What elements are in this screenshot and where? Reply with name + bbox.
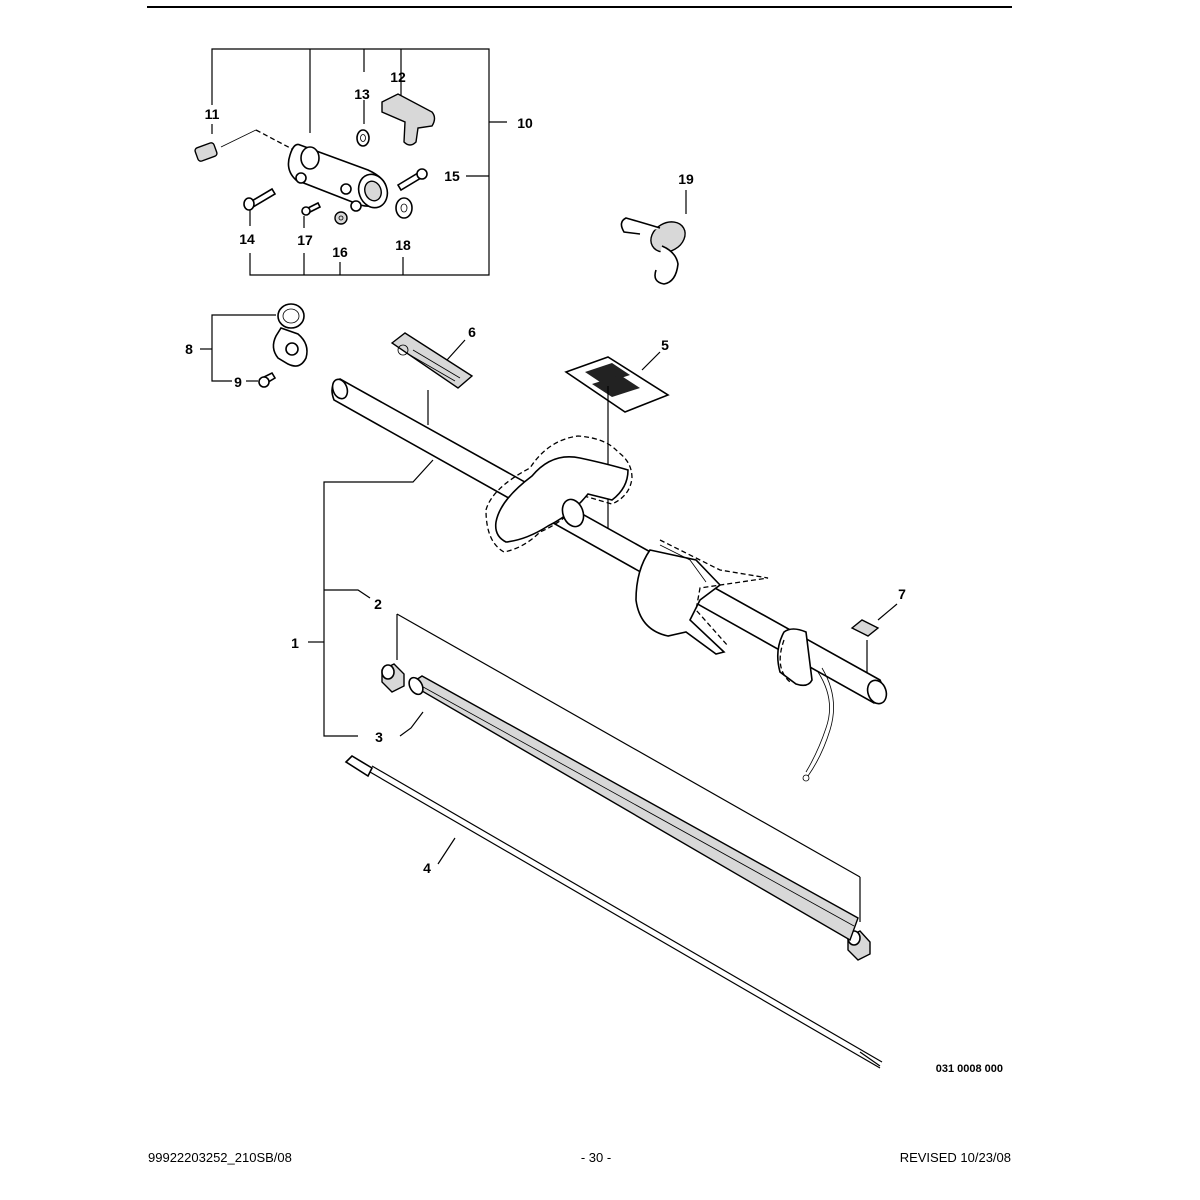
handle-outline (485, 435, 633, 553)
kit-10-bracket (211, 48, 507, 276)
callout-2: 2 (374, 596, 382, 612)
callout-5: 5 (661, 337, 669, 353)
callout-1: 1 (291, 635, 299, 651)
callout-7: 7 (898, 586, 906, 602)
warning-label-part-6 (390, 332, 474, 389)
washer-part-13 (356, 100, 370, 147)
screw-part-9 (246, 371, 277, 388)
screw-part-17 (301, 201, 322, 228)
footer-revision: REVISED 10/23/08 (900, 1150, 1011, 1165)
collar-and-cable (776, 628, 834, 782)
footer-document-number: 99922203252_210SB/08 (148, 1150, 292, 1165)
callout-15: 15 (444, 168, 460, 184)
small-label-part-7 (850, 603, 898, 676)
footer-page-number: - 30 - (581, 1150, 611, 1165)
callout-19: 19 (678, 171, 694, 187)
diagram-code: 031 0008 000 (936, 1063, 1003, 1075)
callout-4: 4 (423, 860, 431, 876)
housing-part-10 (287, 143, 389, 212)
callout-10: 10 (517, 115, 533, 131)
callout-18: 18 (395, 237, 411, 253)
callout-9: 9 (234, 374, 242, 390)
callout-14: 14 (239, 231, 255, 247)
drive-cable-part-4 (344, 754, 883, 1069)
callout-11: 11 (205, 106, 220, 122)
decal-part-5 (564, 351, 670, 545)
bushing-part-2 (381, 613, 871, 961)
callout-6: 6 (468, 324, 476, 340)
callout-17: 17 (297, 232, 313, 248)
hanger-hook-part-19 (620, 190, 687, 285)
washer-part-18 (395, 197, 413, 219)
clamp-bracket-part-8 (200, 303, 308, 382)
callout-3: 3 (375, 729, 383, 745)
throttle-grip (635, 539, 769, 655)
callout-12: 12 (390, 69, 406, 85)
bolt-part-14 (243, 187, 277, 226)
callout-8: 8 (185, 341, 193, 357)
bolt-part-15 (396, 168, 428, 192)
grease-fitting-part-11 (194, 124, 295, 162)
wing-knob-part-12 (381, 67, 436, 146)
liner-part-3 (399, 675, 859, 942)
nut-part-16 (334, 211, 348, 225)
callout-16: 16 (332, 244, 348, 260)
callout-group-1 (308, 459, 434, 737)
shaft-tube-part-1 (331, 378, 888, 705)
callout-13: 13 (354, 86, 370, 102)
